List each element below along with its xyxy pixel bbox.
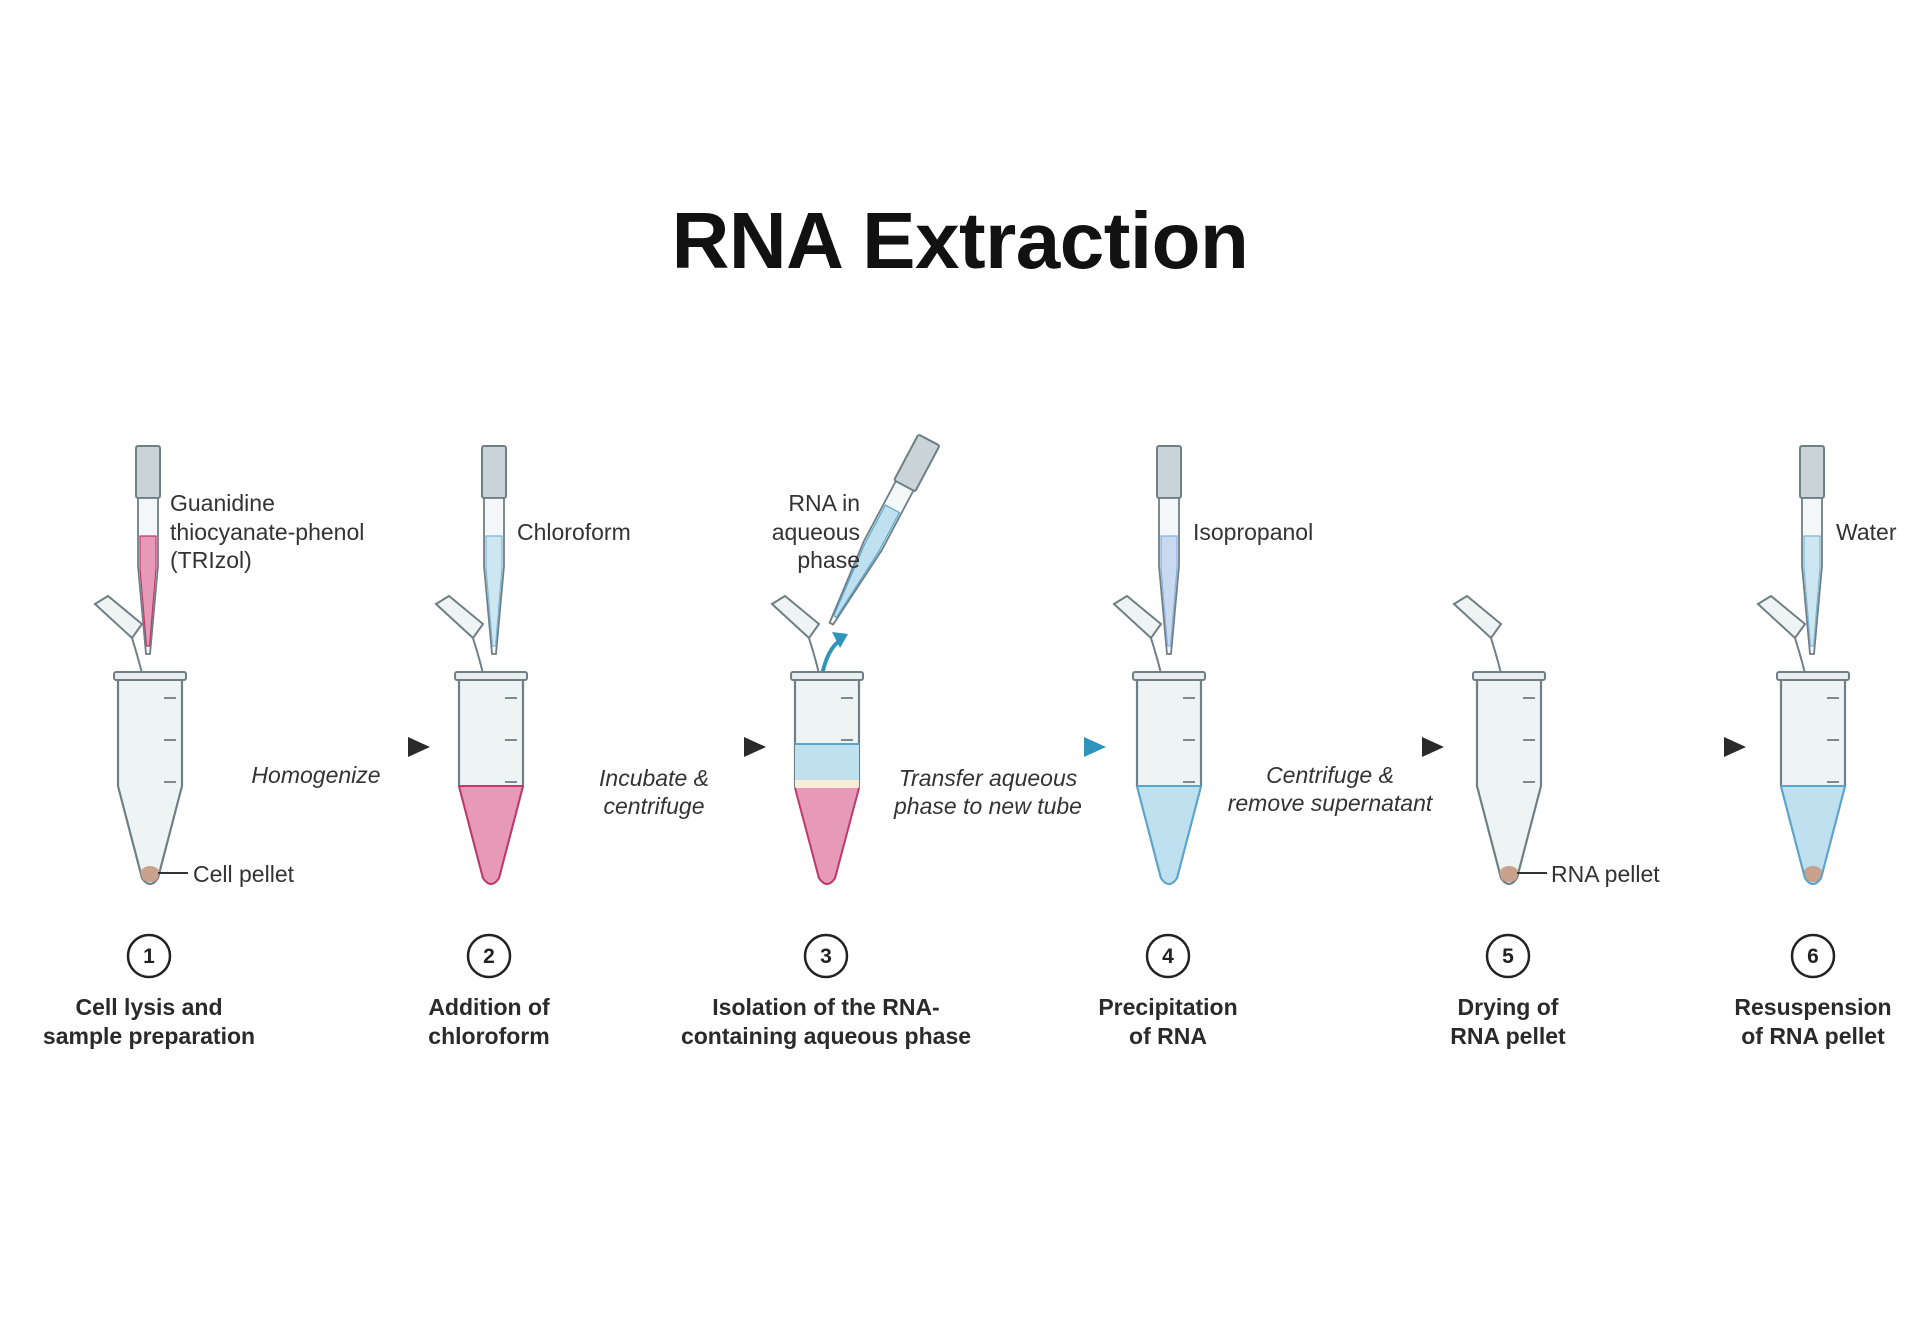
step-2-title-line1: Addition of xyxy=(428,994,550,1020)
arrow-4-label-line1: Centrifuge & xyxy=(1266,762,1394,788)
precipitation-mix xyxy=(1137,786,1201,884)
svg-text:2: 2 xyxy=(483,945,495,968)
svg-text:6: 6 xyxy=(1807,945,1819,968)
arrow-4-label-line2: remove supernatant xyxy=(1228,790,1434,816)
tube-4 xyxy=(1112,594,1206,886)
step-6-title-line2: of RNA pellet xyxy=(1741,1023,1885,1049)
pipette-tip-aqueous xyxy=(828,434,940,626)
reagent-label-chloroform: Chloroform xyxy=(517,519,631,545)
rna-pellet xyxy=(1499,866,1519,882)
arrow-1-label-line1: Homogenize xyxy=(251,762,380,788)
arrow-3-label-line1: Transfer aqueous xyxy=(899,765,1078,791)
step-2-number: 2 xyxy=(466,933,512,979)
interphase xyxy=(795,780,859,788)
tube-6 xyxy=(1756,594,1850,886)
tube-1 xyxy=(93,594,188,886)
tube-3 xyxy=(770,594,864,886)
isopropanol-liquid xyxy=(1160,535,1178,647)
cell-pellet xyxy=(140,866,160,882)
step-5-number: 5 xyxy=(1485,933,1531,979)
step-2-title-line2: chloroform xyxy=(428,1023,549,1049)
svg-text:4: 4 xyxy=(1162,945,1174,968)
reagent-label-trizol-3: (TRIzol) xyxy=(170,547,252,573)
reagent-label-water: Water xyxy=(1836,519,1897,545)
step-3: RNA in aqueous phase 3 Isolat xyxy=(681,434,971,1049)
trizol-liquid xyxy=(139,535,157,647)
step-1: Guanidine thiocyanate-phenol (TRIzol) Ce… xyxy=(43,445,364,1049)
tube-2 xyxy=(434,594,528,886)
pipette-tip-isopropanol xyxy=(1156,445,1182,655)
organic-phase xyxy=(795,788,859,884)
reagent-label-rna-3: phase xyxy=(797,547,860,573)
pipette-tip-water xyxy=(1799,445,1825,655)
arrow-4: Centrifuge & remove supernatant xyxy=(1220,737,1444,816)
tube-5 xyxy=(1452,594,1547,886)
step-1-number: 1 xyxy=(126,933,172,979)
aqueous-in-tip xyxy=(833,504,901,619)
svg-text:5: 5 xyxy=(1502,945,1514,968)
step-5-title-line2: RNA pellet xyxy=(1450,1023,1566,1049)
chloroform-liquid xyxy=(485,535,503,647)
page-title: RNA Extraction xyxy=(671,196,1249,285)
step-5: RNA pellet 5 Drying of RNA pellet xyxy=(1450,594,1660,1049)
step-3-number: 3 xyxy=(803,933,849,979)
reagent-label-rna-2: aqueous xyxy=(772,519,860,545)
step-1-title-line1: Cell lysis and xyxy=(75,994,222,1020)
arrow-2: Incubate & centrifuge xyxy=(546,737,766,819)
step-5-title-line1: Drying of xyxy=(1458,994,1559,1020)
reagent-label-trizol-2: thiocyanate-phenol xyxy=(170,519,364,545)
step-1-title-line2: sample preparation xyxy=(43,1023,255,1049)
step-4-number: 4 xyxy=(1145,933,1191,979)
arrow-3: Transfer aqueous phase to new tube xyxy=(882,737,1106,819)
arrow-1: Homogenize xyxy=(206,737,430,788)
resuspended-pellet xyxy=(1803,866,1823,882)
arrow-2-label-line1: Incubate & xyxy=(599,765,709,791)
step-4-title-line1: Precipitation xyxy=(1098,994,1237,1020)
pipette-tip-chloroform xyxy=(481,445,507,655)
cell-pellet-label: Cell pellet xyxy=(193,861,295,887)
step-6: Water 6 Resuspension of RNA pellet xyxy=(1734,445,1897,1049)
step-6-number: 6 xyxy=(1790,933,1836,979)
aqueous-phase xyxy=(795,744,859,780)
arrow-5 xyxy=(1548,737,1746,757)
reagent-label-rna-1: RNA in xyxy=(788,490,860,516)
step-3-title-line2: containing aqueous phase xyxy=(681,1023,971,1049)
pipette-tip-trizol xyxy=(135,445,161,655)
step-2: Chloroform 2 Addition of chloroform xyxy=(428,445,631,1049)
step-4: Isopropanol 4 Precipitation of RNA xyxy=(1098,445,1313,1049)
reagent-label-trizol-1: Guanidine xyxy=(170,490,275,516)
trizol-lysate xyxy=(459,786,523,884)
step-6-title-line1: Resuspension xyxy=(1734,994,1891,1020)
svg-text:3: 3 xyxy=(820,945,832,968)
reagent-label-isopropanol: Isopropanol xyxy=(1193,519,1313,545)
rna-pellet-label: RNA pellet xyxy=(1551,861,1660,887)
step-3-title-line1: Isolation of the RNA- xyxy=(712,994,939,1020)
svg-text:1: 1 xyxy=(143,945,155,968)
step-4-title-line2: of RNA xyxy=(1129,1023,1207,1049)
arrow-3-label-line2: phase to new tube xyxy=(893,793,1082,819)
arrow-2-label-line2: centrifuge xyxy=(603,793,704,819)
water-liquid xyxy=(1803,535,1821,647)
